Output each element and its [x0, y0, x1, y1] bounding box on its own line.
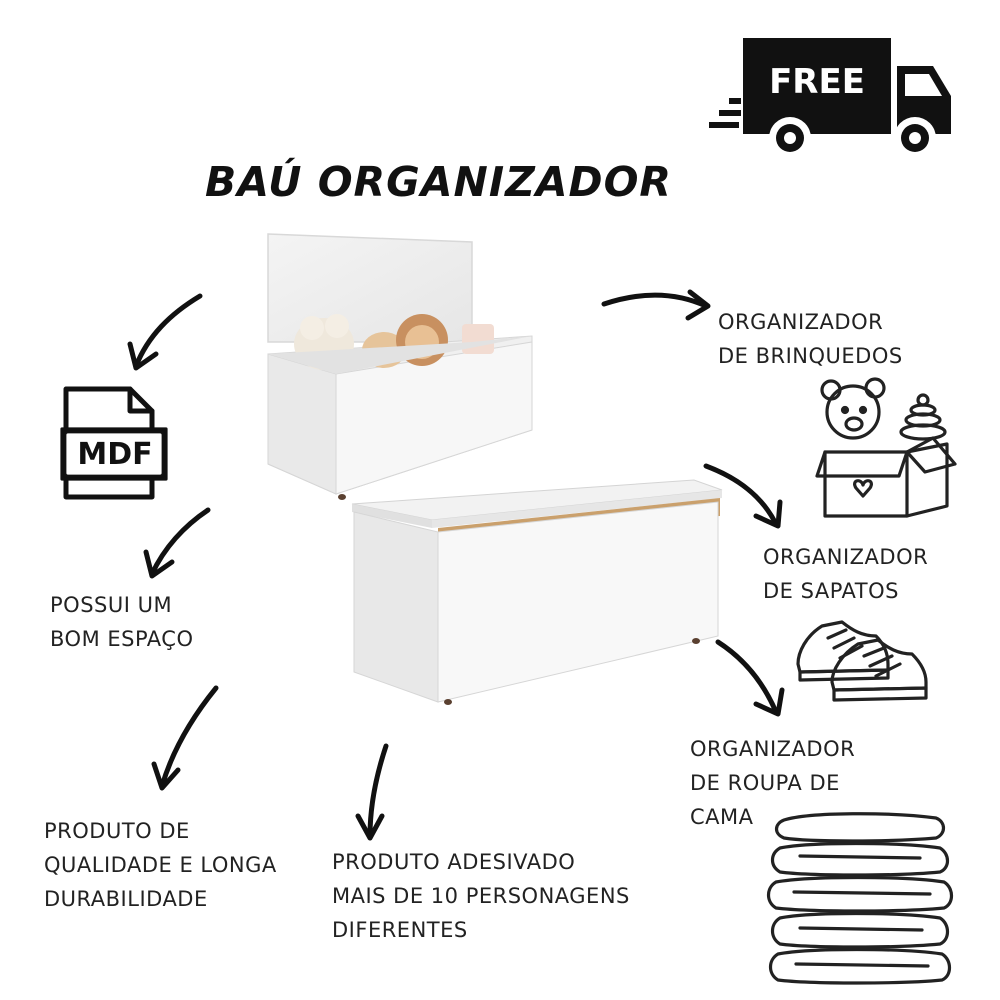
toy-chest-closed-image [351, 479, 723, 705]
folded-bedding-icon [766, 812, 954, 985]
free-badge-text: FREE [769, 62, 865, 102]
page-title: BAÚ ORGANIZADOR [205, 158, 673, 206]
sneakers-icon [796, 620, 928, 702]
mdf-icon-text: MDF [77, 437, 153, 472]
mdf-file-icon [60, 386, 168, 500]
toy-chest-open-image [267, 233, 533, 500]
delivery-truck-icon [709, 38, 951, 159]
toy-box-icon [815, 377, 957, 518]
